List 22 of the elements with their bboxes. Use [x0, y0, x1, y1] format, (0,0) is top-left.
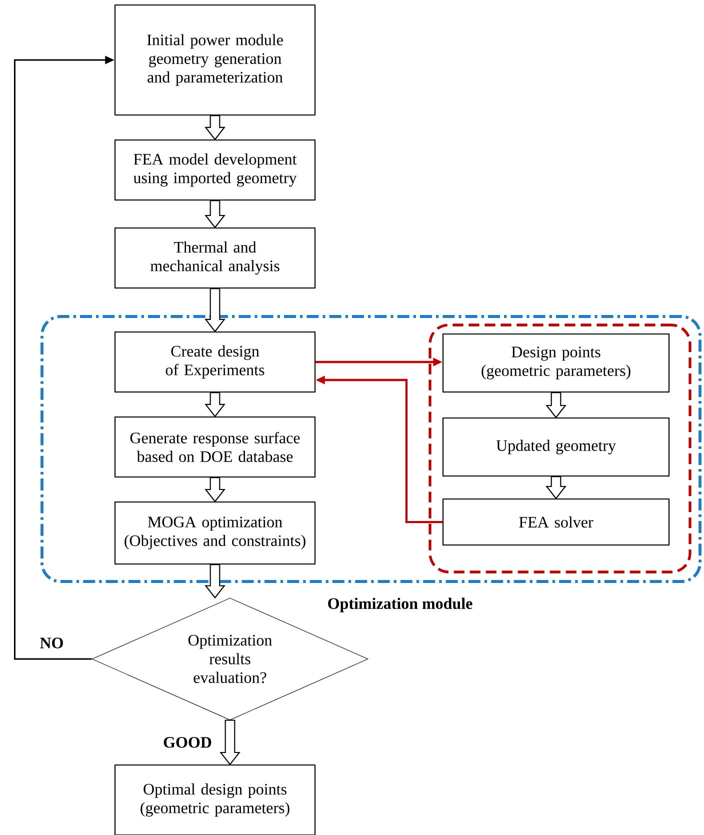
block-arrow [204, 115, 226, 140]
process-box: Generate response surface based on DOE database [114, 416, 316, 478]
process-box: Initial power module geometry generation and parameterization [114, 4, 316, 116]
process-box: Updated geometry [442, 417, 670, 477]
process-box: Create design of Experiments [114, 331, 316, 393]
edge-label: NO [38, 636, 66, 650]
block-arrow [204, 477, 226, 502]
block-arrow [546, 392, 566, 418]
process-box: FEA solver [442, 498, 670, 546]
process-box: Thermal and mechanical analysis [114, 227, 316, 289]
block-arrow [220, 720, 240, 766]
process-box: FEA model development using imported geometry [114, 139, 316, 201]
process-box: Design points (geometric parameters) [442, 333, 670, 393]
block-arrow [204, 200, 226, 228]
process-box: Optimal design points (geometric parameters) [114, 764, 316, 835]
block-arrow [204, 564, 226, 599]
edge-label: GOOD [162, 736, 214, 750]
block-arrow [204, 288, 226, 332]
group-title: Optimization module [328, 598, 472, 612]
process-box: MOGA optimization (Objectives and constraints) [114, 501, 316, 565]
block-arrow [204, 392, 226, 418]
block-arrow [546, 476, 566, 500]
